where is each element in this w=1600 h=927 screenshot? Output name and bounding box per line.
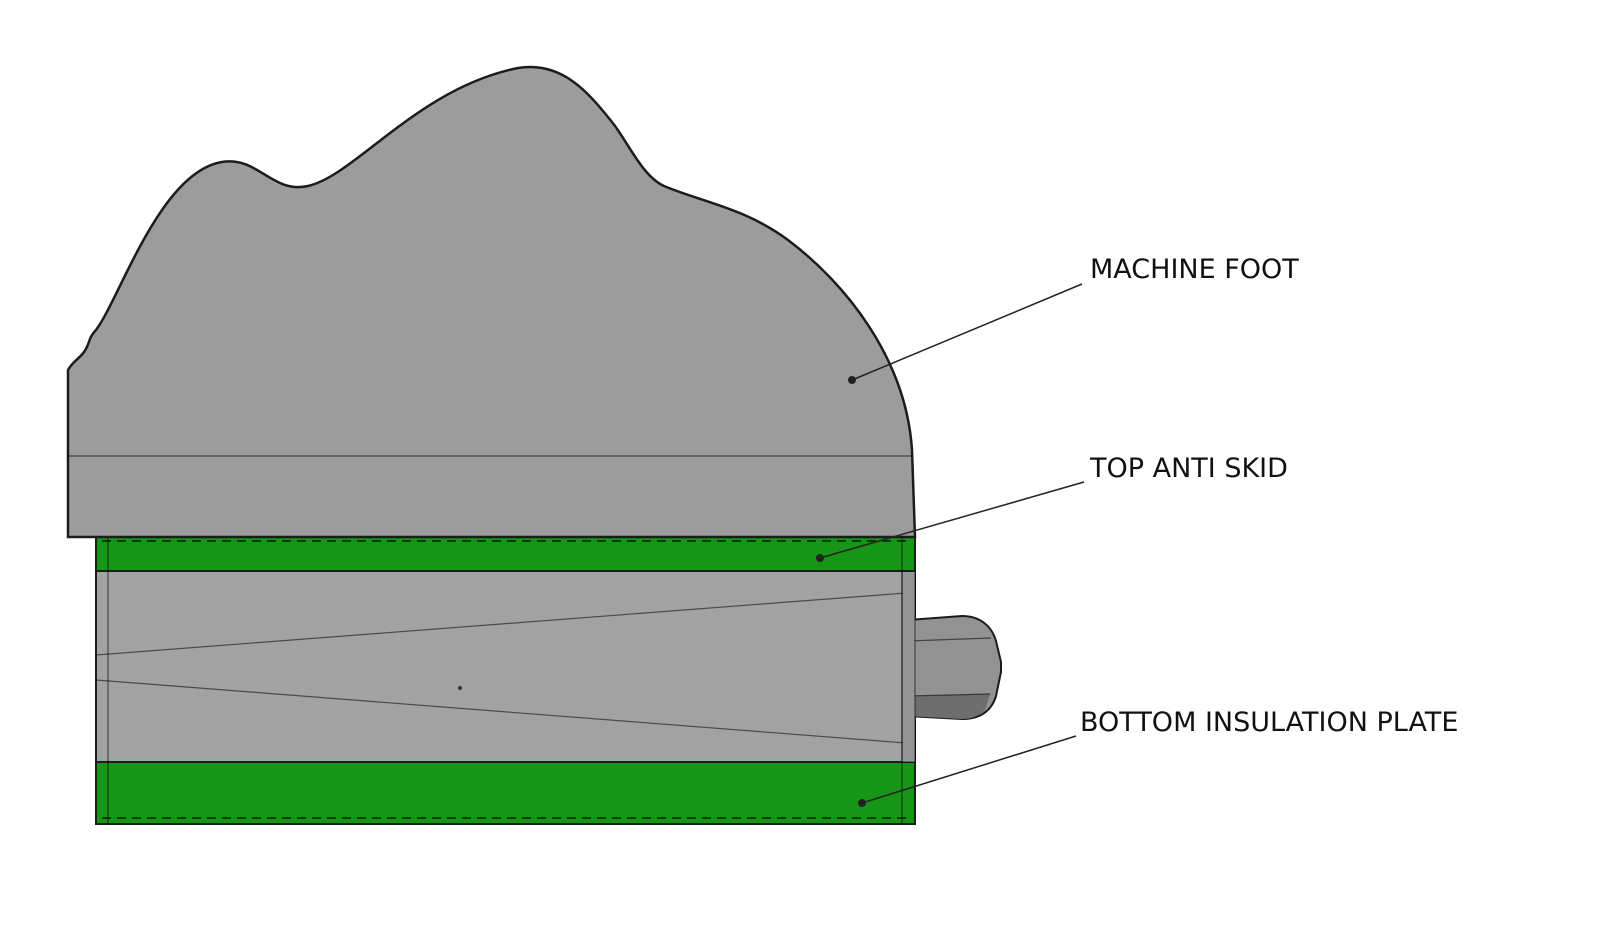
adjustment-bolt [907,614,1002,721]
leader-line-top-anti-skid [819,481,1085,559]
leader-dot-machine-foot [848,376,856,384]
bolt-facet-line-lower [907,693,991,697]
wedge-line-lower [95,679,907,744]
leader-dot-top-anti-skid [816,554,824,562]
leader-line-machine-foot [851,283,1083,381]
bolt-lower-facet [908,694,990,719]
bolt-head-shape [907,614,1002,721]
mount-side-wall-right [901,569,916,763]
machine-foot-shape [66,65,917,539]
top-anti-skid-strip [95,536,916,572]
mount-body [95,569,916,763]
leader-dot-bottom-insulation [858,799,866,807]
wedge-line-upper [95,592,907,656]
label-machine-foot: MACHINE FOOT [1090,254,1299,285]
leader-line-bottom-insulation [861,735,1077,804]
bottom-insulation-strip [95,761,916,825]
body-center-mark [458,686,462,690]
label-bottom-insulation-plate: BOTTOM INSULATION PLATE [1080,707,1458,738]
label-top-anti-skid: TOP ANTI SKID [1089,453,1288,484]
bolt-facet-line-upper [907,637,992,642]
